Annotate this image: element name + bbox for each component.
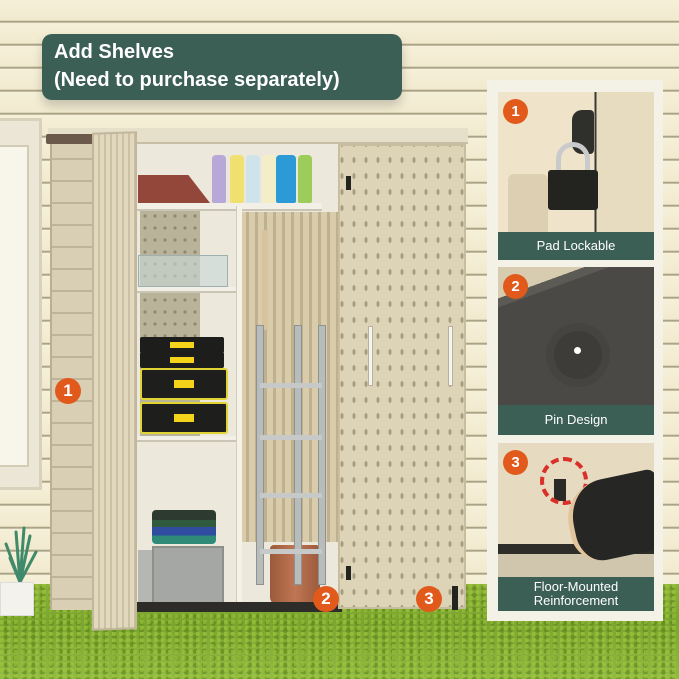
right-door[interactable] (338, 144, 466, 610)
bottle (230, 155, 244, 203)
potted-plant-icon (4, 526, 38, 584)
bottle (298, 155, 312, 203)
storage-box (138, 550, 154, 608)
feature-badge-3: 3 (503, 450, 528, 475)
toolbox-drawer (140, 402, 228, 434)
add-shelves-banner: Add Shelves (Need to purchase separately… (42, 34, 402, 100)
feature-caption: Pin Design (498, 405, 654, 435)
door-latch (346, 176, 351, 190)
shed-roof (48, 128, 468, 144)
top-shelf (137, 203, 322, 211)
middle-shelf (137, 287, 237, 293)
banner-line-2: (Need to purchase separately) (54, 69, 340, 91)
padlock-shackle-icon (556, 142, 590, 176)
shed-lid (46, 134, 94, 144)
highlight-circle-icon (540, 457, 588, 505)
feature-caption: Pad Lockable (498, 232, 654, 260)
feature-card-floor-mounted: 3 Floor-Mounted Reinforcement (498, 443, 654, 611)
shed-left-wall (50, 138, 100, 610)
bottle (246, 155, 260, 203)
feature-card-pad-lockable: 1 Pad Lockable (498, 92, 654, 260)
pin-hole-icon (574, 347, 581, 354)
padlock-icon (548, 170, 598, 210)
caption-line-2: Reinforcement (533, 593, 619, 608)
callout-badge-2: 2 (313, 586, 339, 612)
toolbox-drawer (140, 368, 228, 400)
feature-badge-2: 2 (503, 274, 528, 299)
pegboard-left (140, 210, 200, 440)
pin-socket-icon (554, 331, 602, 379)
door-reinforcement (368, 326, 373, 386)
clear-storage-bin (138, 255, 228, 287)
bottle (276, 155, 296, 203)
parts-organizer (140, 352, 224, 368)
house-window (0, 118, 42, 490)
left-door[interactable] (92, 131, 137, 631)
lower-shelf (137, 436, 237, 442)
callout-badge-1: 1 (55, 378, 81, 404)
feature-badge-1: 1 (503, 99, 528, 124)
bottle (212, 155, 226, 203)
floor-pin (346, 566, 351, 580)
bottle (262, 155, 276, 203)
parts-organizer (140, 337, 224, 353)
broom-handle (262, 230, 268, 330)
storage-box (152, 546, 224, 608)
floor-bolt (452, 586, 458, 610)
planter-box (0, 582, 34, 616)
shelf-divider (236, 206, 242, 606)
shed-floor (137, 602, 342, 612)
feature-caption: Floor-Mounted Reinforcement (498, 577, 654, 611)
folded-towels (152, 510, 216, 544)
banner-line-1: Add Shelves (54, 41, 175, 63)
feature-card-pin-design: 2 Pin Design (498, 267, 654, 435)
caption-line-1: Floor-Mounted (533, 579, 619, 594)
callout-badge-3: 3 (416, 586, 442, 612)
step-ladder (252, 325, 332, 585)
door-reinforcement (448, 326, 453, 386)
